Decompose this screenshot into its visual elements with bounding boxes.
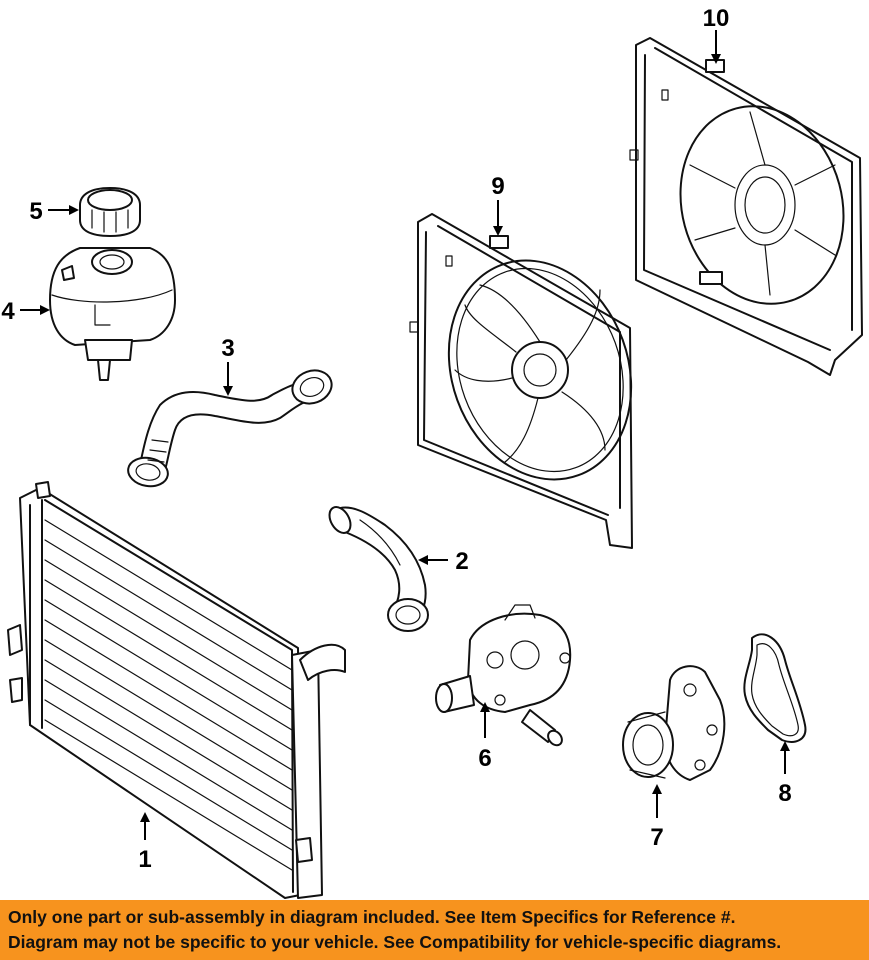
fan-assembly-front-part xyxy=(409,213,633,549)
callout-2: 2 xyxy=(418,548,469,575)
disclaimer-banner: Only one part or sub-assembly in diagram… xyxy=(0,900,869,960)
thermostat-housing-part xyxy=(435,604,572,747)
callout-6: 6 xyxy=(478,702,492,772)
expansion-tank-part xyxy=(49,247,176,381)
callout-number: 6 xyxy=(478,745,491,772)
lower-hose-part xyxy=(328,506,429,632)
callout-number: 1 xyxy=(138,846,151,873)
callout-5: 5 xyxy=(29,198,79,225)
callout-8: 8 xyxy=(778,741,792,807)
disclaimer-line-2: Diagram may not be specific to your vehi… xyxy=(8,932,782,952)
callout-4: 4 xyxy=(1,298,50,325)
parts-diagram: 1 2 3 4 5 6 7 8 9 10 xyxy=(1,5,863,899)
callout-9: 9 xyxy=(491,173,505,236)
fan-shroud-rear-part xyxy=(629,37,863,376)
callout-number: 4 xyxy=(1,298,15,325)
callout-number: 2 xyxy=(455,548,468,575)
callout-number: 10 xyxy=(703,5,730,32)
callout-number: 5 xyxy=(29,198,42,225)
tank-cap-part xyxy=(79,187,141,237)
water-pump-part xyxy=(622,665,726,781)
callout-7: 7 xyxy=(650,784,664,851)
upper-hose-part xyxy=(127,369,333,488)
callout-1: 1 xyxy=(138,812,152,873)
callout-number: 7 xyxy=(650,824,663,851)
callout-number: 8 xyxy=(778,780,791,807)
callout-number: 9 xyxy=(491,173,504,200)
callout-number: 3 xyxy=(221,335,234,362)
gasket-part xyxy=(743,633,807,743)
callout-3: 3 xyxy=(221,335,235,396)
radiator-part xyxy=(7,481,346,899)
disclaimer-line-1: Only one part or sub-assembly in diagram… xyxy=(8,907,736,927)
callout-10: 10 xyxy=(703,5,730,64)
